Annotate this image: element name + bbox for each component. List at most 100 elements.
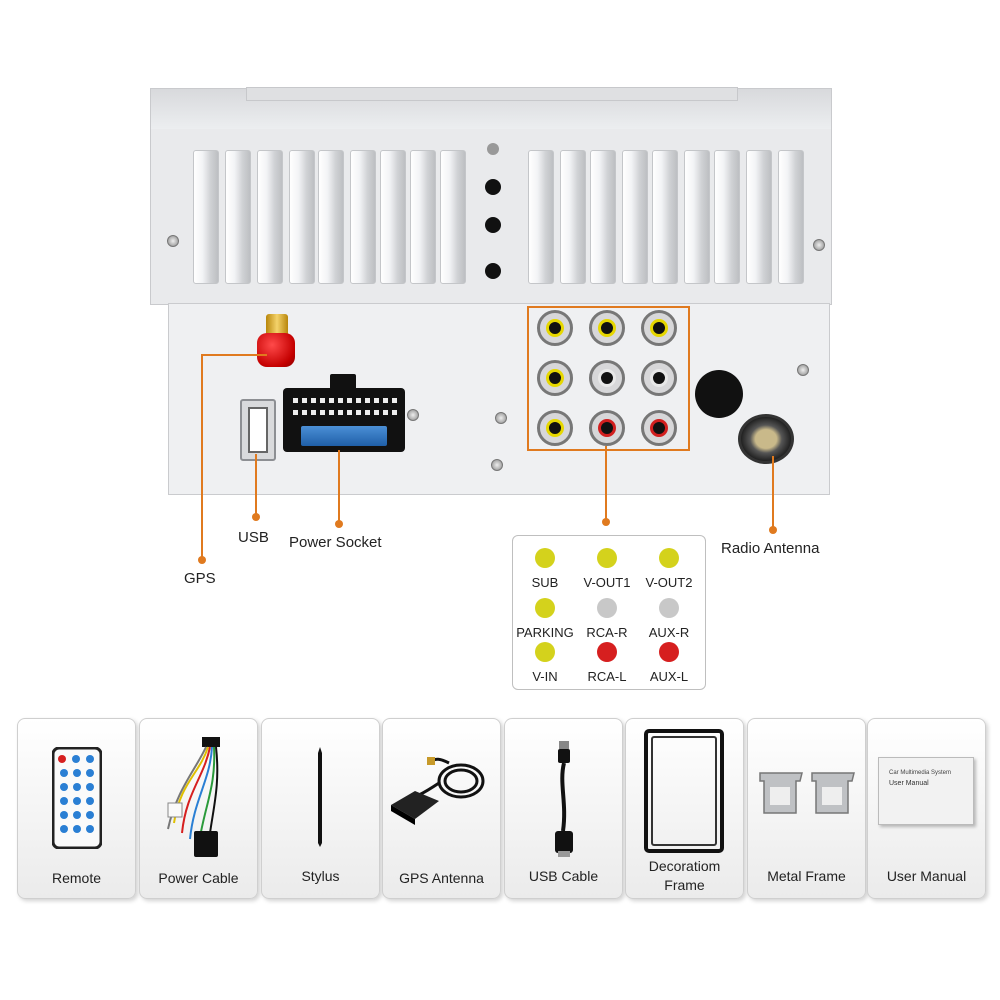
rca-panel xyxy=(527,306,690,451)
rca-jack-icon xyxy=(589,360,625,396)
gps-callout-dot xyxy=(198,556,206,564)
power-cable-icon xyxy=(167,737,220,857)
antenna-callout-line xyxy=(772,456,774,528)
rca-jack-icon xyxy=(537,310,573,346)
usb-cable-icon xyxy=(555,741,573,857)
gps-antenna-icon xyxy=(391,757,485,825)
socket-pin xyxy=(338,398,343,403)
manual-cover-line1: Car Multimedia System xyxy=(889,770,952,776)
rca-jack-center xyxy=(598,319,616,337)
radio-antenna-port-icon xyxy=(738,414,794,464)
usb-label: USB xyxy=(238,529,269,546)
socket-pin xyxy=(302,398,307,403)
socket-latch xyxy=(330,374,356,390)
legend-label: RCA-L xyxy=(587,669,627,684)
heatsink-fin xyxy=(440,150,466,284)
screw-icon xyxy=(495,412,507,424)
legend-label: SUB xyxy=(531,575,559,590)
power-socket-callout-line xyxy=(338,450,340,524)
head-unit xyxy=(150,87,832,495)
heatsink-fin xyxy=(225,150,251,284)
heatsink-fin xyxy=(684,150,710,284)
accessory-card-usb-cable: USB Cable xyxy=(504,718,623,899)
rca-jack-center xyxy=(546,419,564,437)
legend-color-dot xyxy=(597,548,617,568)
heatsink-fin xyxy=(652,150,678,284)
accessory-label: Stylus xyxy=(301,868,340,884)
rca-jack-icon xyxy=(641,360,677,396)
rca-jack-icon xyxy=(589,310,625,346)
rca-jack-icon xyxy=(641,410,677,446)
heatsink-fin xyxy=(410,150,436,284)
heatsink-fin xyxy=(746,150,772,284)
socket-pin xyxy=(392,410,397,415)
accessory-card-remote: Remote xyxy=(17,718,136,899)
socket-pin xyxy=(356,398,361,403)
accessory-label: GPS Antenna xyxy=(399,870,484,886)
screw-icon xyxy=(491,459,503,471)
accessory-label-line2: Frame xyxy=(664,877,705,893)
screw-icon xyxy=(167,235,179,247)
screw-icon xyxy=(797,364,809,376)
power-socket-callout-dot xyxy=(335,520,343,528)
rca-jack-center xyxy=(546,369,564,387)
legend-color-dot xyxy=(535,548,555,568)
socket-pin xyxy=(311,398,316,403)
rca-jack-icon xyxy=(537,360,573,396)
socket-pin xyxy=(383,410,388,415)
gps-callout-line xyxy=(201,354,203,560)
legend-color-dot xyxy=(659,642,679,662)
accessory-card-metal-frame: Metal Frame xyxy=(747,718,866,899)
legend-color-dot xyxy=(535,598,555,618)
screw-icon xyxy=(813,239,825,251)
socket-pin xyxy=(383,398,388,403)
socket-pin xyxy=(320,410,325,415)
socket-pin xyxy=(374,398,379,403)
screw-icon xyxy=(407,409,419,421)
socket-pin xyxy=(302,410,307,415)
heatsink-fin xyxy=(193,150,219,284)
rca-jack-center xyxy=(598,369,616,387)
mount-hole xyxy=(485,217,501,233)
socket-pin xyxy=(293,410,298,415)
socket-pin xyxy=(365,410,370,415)
radio-antenna-label: Radio Antenna xyxy=(721,540,820,557)
legend-label: V-OUT2 xyxy=(645,575,693,590)
heatsink-fin xyxy=(528,150,554,284)
socket-pin xyxy=(374,410,379,415)
accessory-card-user-manual: Car Multimedia System User Manual User M… xyxy=(867,718,986,899)
heatsink-fin xyxy=(590,150,616,284)
metal-frame-icon xyxy=(759,772,855,814)
heatsink-fin xyxy=(380,150,406,284)
accessory-label: Remote xyxy=(51,870,102,886)
power-socket-icon xyxy=(283,374,405,452)
rca-jack-icon xyxy=(589,410,625,446)
heatsink-fin xyxy=(560,150,586,284)
rca-callout-line xyxy=(605,446,607,522)
manual-cover-line2: User Manual xyxy=(889,780,929,787)
usb-port-icon xyxy=(240,399,276,461)
accessory-label: Power Cable xyxy=(158,870,239,886)
usb-callout-line xyxy=(255,454,257,516)
legend-color-dot xyxy=(597,598,617,618)
socket-pin xyxy=(356,410,361,415)
indicator-dot xyxy=(487,143,499,155)
socket-pin xyxy=(365,398,370,403)
power-socket-label: Power Socket xyxy=(289,534,382,551)
stylus-icon xyxy=(318,747,322,847)
legend-color-dot xyxy=(659,548,679,568)
legend-color-dot xyxy=(597,642,617,662)
heatsink-fin xyxy=(289,150,315,284)
usb-slot xyxy=(248,407,268,453)
socket-pin xyxy=(293,398,298,403)
socket-pin xyxy=(320,398,325,403)
heatsink-fin xyxy=(714,150,740,284)
remote-icon xyxy=(52,747,102,849)
usb-callout-dot xyxy=(252,513,260,521)
legend-color-dot xyxy=(535,642,555,662)
rca-callout-dot xyxy=(602,518,610,526)
decoration-frame-icon xyxy=(644,729,724,853)
rca-jack-icon xyxy=(537,410,573,446)
legend-label: PARKING xyxy=(516,625,574,640)
